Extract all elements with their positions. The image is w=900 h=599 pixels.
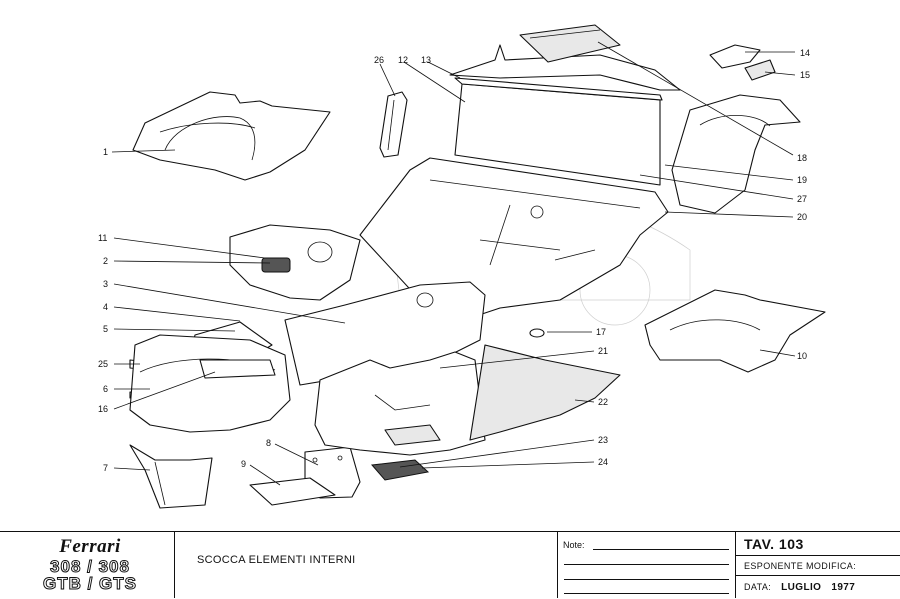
date-row: DATA: LUGLIO 1977 (736, 576, 900, 598)
note-line (564, 564, 729, 565)
callout-16: 16 (98, 404, 108, 414)
date-label: DATA: (744, 582, 772, 592)
part-12-bulkhead (454, 77, 663, 186)
model-numbers: 308 / 308 (50, 557, 130, 576)
table-number: TAV. 103 (736, 532, 900, 556)
callout-5: 5 (103, 324, 108, 334)
part-19-rear-wheelhouse (671, 94, 801, 214)
callout-26: 26 (374, 55, 384, 65)
notes-cell: Note: (558, 532, 736, 598)
model-names: GTB / GTS (43, 574, 137, 593)
callout-14: 14 (800, 48, 810, 58)
part-17-plug (529, 328, 545, 338)
part-1-front-panel (132, 91, 331, 181)
callout-9: 9 (241, 459, 246, 469)
table-info-cell: TAV. 103 ESPONENTE MODIFICA: DATA: LUGLIO… (736, 532, 900, 598)
callout-17: 17 (596, 327, 606, 337)
callout-8: 8 (266, 438, 271, 448)
callout-3: 3 (103, 279, 108, 289)
callout-4: 4 (103, 302, 108, 312)
leader-lines (111, 41, 796, 486)
callout-7: 7 (103, 463, 108, 473)
drawing-description: SCOCCA ELEMENTI INTERNI (197, 554, 356, 566)
title-block: Ferrari 308 / 308 GTB / GTS SCOCCA ELEME… (0, 531, 900, 598)
date-year: 1977 (831, 582, 856, 593)
note-line (564, 593, 729, 594)
callout-11: 11 (98, 233, 107, 243)
exploded-parts-diagram: 1 2 3 4 5 6 7 8 9 10 11 12 13 14 15 16 1… (98, 24, 826, 509)
notes-label: Note: (563, 540, 585, 550)
callout-6: 6 (103, 384, 108, 394)
callout-labels: 1 2 3 4 5 6 7 8 9 10 11 12 13 14 15 16 1… (98, 48, 810, 473)
callout-22: 22 (598, 397, 608, 407)
note-line (564, 579, 729, 580)
callout-19: 19 (797, 175, 807, 185)
part-21-seat-well (314, 351, 486, 456)
part-15-sleeve (744, 59, 776, 81)
callout-15: 15 (800, 70, 810, 80)
part-10-rear-panel (644, 289, 826, 373)
note-line (593, 549, 729, 550)
callout-25: 25 (98, 359, 108, 369)
part-13-rail (449, 44, 681, 91)
part-7-lower-bracket (129, 444, 213, 509)
callout-21: 21 (598, 346, 608, 356)
part-18-duct (519, 24, 621, 63)
part-20-floor-pan (359, 157, 669, 319)
model-logo: 308 / 308 GTB / GTS (10, 557, 170, 593)
part-14-fitting (709, 44, 761, 69)
part-9-sheet (249, 477, 336, 506)
part-6-front-wheelhouse (129, 334, 291, 433)
callout-13: 13 (421, 55, 431, 65)
part-22-floor-mat (469, 344, 621, 441)
part-26-bracket (379, 91, 408, 158)
callout-10: 10 (797, 351, 807, 361)
callout-2: 2 (103, 256, 108, 266)
logo-cell: Ferrari 308 / 308 GTB / GTS (0, 532, 175, 598)
part-24-strip (371, 459, 430, 481)
callout-1: 1 (103, 147, 108, 157)
date-month: LUGLIO (781, 582, 822, 593)
ferrari-logo: Ferrari (59, 536, 121, 557)
callout-27: 27 (797, 194, 807, 204)
modification-label: ESPONENTE MODIFICA: (736, 556, 900, 576)
callout-24: 24 (598, 457, 608, 467)
description-cell: SCOCCA ELEMENTI INTERNI (175, 532, 558, 598)
callout-12: 12 (398, 55, 408, 65)
callout-18: 18 (797, 153, 807, 163)
part-16-inner-panel (199, 359, 276, 379)
callout-23: 23 (598, 435, 608, 445)
callout-20: 20 (797, 212, 807, 222)
